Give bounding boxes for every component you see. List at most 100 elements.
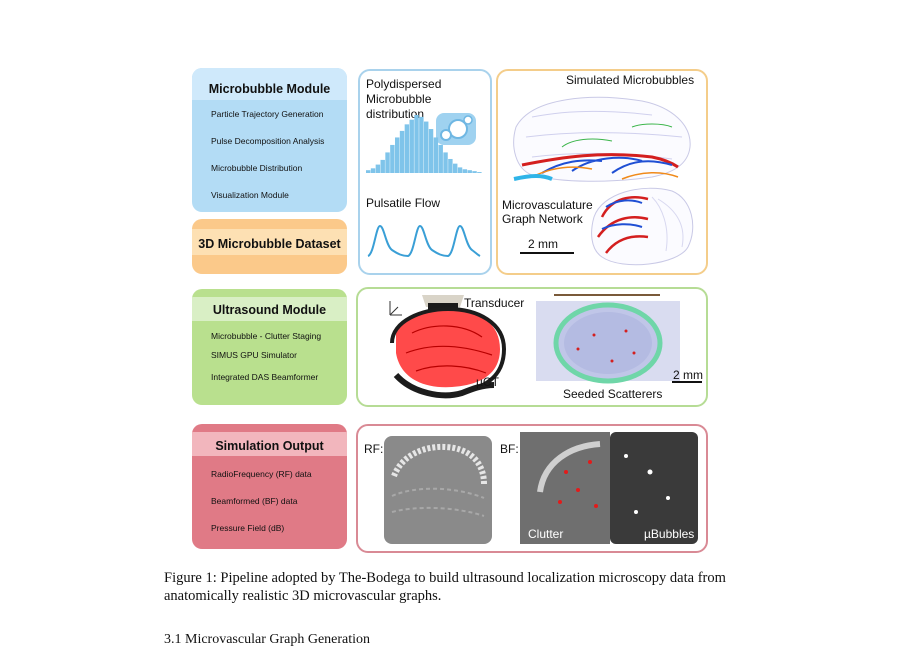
rf-background bbox=[384, 436, 492, 544]
module-item: Microbubble Distribution bbox=[211, 163, 303, 173]
module-item: Beamformed (BF) data bbox=[211, 496, 298, 506]
fine-vessels bbox=[651, 196, 684, 252]
vessel-branch bbox=[601, 199, 643, 230]
simulated-title: Simulated Microbubbles bbox=[566, 73, 695, 87]
microbubble-module-header-band bbox=[192, 68, 347, 100]
rf-label: RF: bbox=[364, 442, 384, 456]
histogram-bar bbox=[414, 115, 419, 173]
uct-vasculature-image bbox=[389, 295, 507, 399]
histogram-bar bbox=[457, 167, 463, 173]
bubble-dot bbox=[624, 454, 628, 458]
histogram-bar bbox=[467, 170, 472, 173]
histogram-bar bbox=[438, 144, 443, 173]
clutter-label: Clutter bbox=[528, 527, 564, 541]
simulated-panel: Simulated Microbubbles Microvasculature … bbox=[496, 69, 708, 275]
bubbles-icon bbox=[436, 113, 476, 145]
histogram-bar bbox=[370, 168, 376, 173]
module-item: Integrated DAS Beamformer bbox=[211, 372, 319, 382]
skull-base bbox=[393, 372, 495, 399]
ultrasound-module-band bbox=[192, 297, 347, 321]
output-module: Simulation Output RadioFrequency (RF) da… bbox=[192, 424, 347, 549]
histogram-bar bbox=[419, 116, 424, 173]
distribution-title: Polydispersed Microbubble distribution bbox=[366, 77, 441, 122]
brain-region bbox=[564, 312, 652, 374]
bubble-dot bbox=[647, 469, 653, 475]
main-vessel bbox=[521, 153, 679, 169]
dataset-module-title: 3D Microbubble Dataset bbox=[198, 237, 341, 251]
histogram-bar bbox=[448, 158, 453, 173]
rf-wavefront bbox=[391, 443, 487, 485]
ultrasound-panel: Transducer µCT 2 mm Seeded Scatterers bbox=[356, 287, 708, 407]
vessel-branch bbox=[513, 174, 553, 181]
module-item: RadioFrequency (RF) data bbox=[211, 469, 312, 479]
module-item: Visualization Module bbox=[211, 190, 289, 200]
graph-network-line: Microvasculature bbox=[502, 198, 593, 212]
ultrasound-module-title: Ultrasound Module bbox=[212, 303, 327, 317]
vascular-graph-image bbox=[513, 96, 694, 266]
dataset-module: 3D Microbubble Dataset bbox=[192, 219, 347, 274]
bubble-dot bbox=[592, 333, 596, 337]
histogram-bar bbox=[462, 169, 468, 173]
uct-label: µCT bbox=[476, 375, 499, 389]
rf-echo bbox=[391, 487, 485, 517]
distribution-title-line: distribution bbox=[366, 107, 425, 121]
histogram-bar bbox=[404, 124, 410, 173]
bubble bbox=[440, 129, 452, 141]
flow-label: Pulsatile Flow bbox=[366, 196, 441, 210]
module-item: Microbubble - Clutter Staging bbox=[211, 331, 322, 341]
output-module-title: Simulation Output bbox=[215, 439, 324, 453]
figure-caption: Figure 1: Pipeline adopted by The-Bodega… bbox=[164, 570, 726, 604]
bubble-dot bbox=[632, 351, 636, 355]
bubble-dot bbox=[564, 470, 568, 474]
histogram-bar bbox=[409, 119, 414, 173]
clutter-arc bbox=[537, 441, 601, 493]
distribution-histogram bbox=[366, 115, 482, 173]
bubble-dot bbox=[588, 460, 592, 464]
simulated-scale-label: 2 mm bbox=[528, 237, 558, 251]
bubble-dot bbox=[576, 347, 580, 351]
bubble-dot bbox=[610, 359, 614, 363]
clutter-background bbox=[520, 432, 610, 544]
microbubble-module-title: Microbubble Module bbox=[208, 82, 331, 96]
histogram-bar bbox=[424, 121, 429, 173]
distribution-title-line: Polydispersed bbox=[366, 77, 442, 91]
transducer-label: Transducer bbox=[464, 296, 525, 310]
histogram-bar bbox=[472, 171, 477, 173]
rf-data-image bbox=[384, 436, 492, 544]
bf-label: BF: bbox=[500, 442, 519, 456]
scatter-scale-label: 2 mm bbox=[673, 368, 703, 382]
ububbles-label: µBubbles bbox=[644, 527, 695, 541]
skull-outline bbox=[390, 306, 507, 393]
next-section-heading: 3.1 Microvascular Graph Generation bbox=[164, 632, 371, 647]
histogram-bar bbox=[399, 130, 405, 173]
histogram-bar bbox=[385, 152, 390, 173]
dataset-module-band bbox=[192, 229, 347, 255]
bubble-dot bbox=[666, 496, 670, 500]
transducer-face bbox=[428, 303, 458, 310]
vessel-detail bbox=[405, 325, 493, 374]
seeded-scatterers-image bbox=[536, 294, 680, 384]
graph-network-label: Microvasculature Graph Network bbox=[502, 198, 593, 226]
bubble bbox=[463, 115, 473, 125]
histogram-bar bbox=[433, 137, 439, 173]
histogram-bar bbox=[453, 163, 458, 173]
graph-network-line: Graph Network bbox=[502, 212, 583, 226]
microbubble-module: Microbubble Module Particle Trajectory G… bbox=[192, 68, 347, 212]
histogram-bar bbox=[443, 152, 448, 173]
vessel-branch bbox=[596, 196, 649, 254]
bubble-dot bbox=[558, 500, 562, 504]
histogram-bar bbox=[395, 137, 400, 173]
flow-line bbox=[367, 224, 481, 258]
output-panel: RF: BF: Clutter µBubbles bbox=[356, 424, 708, 553]
module-item: Particle Trajectory Generation bbox=[211, 109, 324, 119]
bubble-dot bbox=[576, 488, 580, 492]
scatter-scale-bar bbox=[672, 381, 702, 383]
uct-vessel-cloud bbox=[396, 308, 500, 388]
vessel-branch bbox=[561, 123, 673, 148]
distribution-panel: Polydispersed Microbubble distribution P… bbox=[358, 69, 492, 275]
module-item: Pressure Field (dB) bbox=[211, 523, 285, 533]
histogram-bar bbox=[428, 129, 434, 173]
scatterers-label: Seeded Scatterers bbox=[563, 387, 663, 401]
bf-data-image bbox=[520, 432, 698, 544]
pulsatile-flow-curve bbox=[367, 224, 481, 258]
